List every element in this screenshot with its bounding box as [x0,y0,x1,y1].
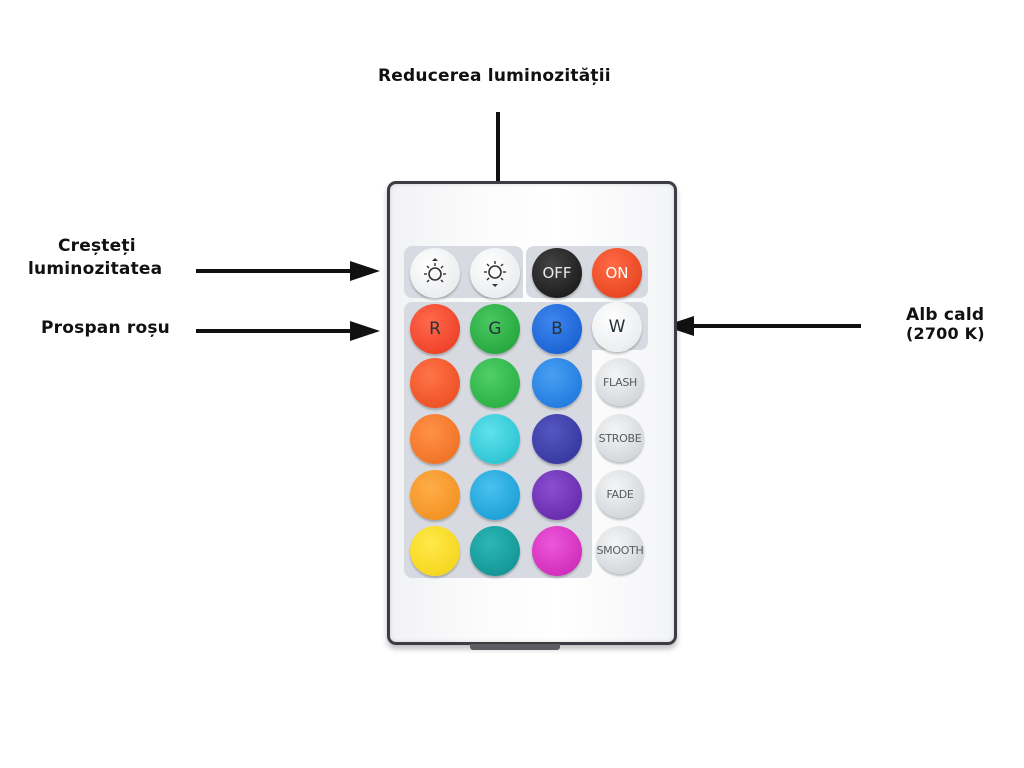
color-button-r4c3[interactable] [532,526,582,576]
sun-up-icon [424,258,446,283]
strobe-label: STROBE [598,431,642,445]
fade-label: FADE [606,487,634,501]
color-button-r1c1[interactable] [410,358,460,408]
color-button-r2c1[interactable] [410,414,460,464]
color-button-r2c3[interactable] [532,414,582,464]
white-button[interactable]: W [592,302,642,352]
brightness-down-button[interactable] [470,248,520,298]
white-label: W [608,317,626,337]
on-button[interactable]: ON [592,248,642,298]
on-label: ON [605,264,629,282]
color-button-r3c1[interactable] [410,470,460,520]
brightness-up-button[interactable] [410,248,460,298]
color-button-r2c2[interactable] [470,414,520,464]
smooth-button[interactable]: SMOOTH [596,526,644,574]
flash-button[interactable]: FLASH [596,358,644,406]
strobe-button[interactable]: STROBE [596,414,644,462]
blue-button[interactable]: B [532,304,582,354]
left-arrow-white [664,316,861,336]
color-button-r3c2[interactable] [470,470,520,520]
color-button-r3c3[interactable] [532,470,582,520]
warm-white-label-line2: (2700 K) [906,324,985,343]
flash-label: FLASH [603,375,637,389]
right-arrow-brightness [196,261,380,281]
green-button[interactable]: G [470,304,520,354]
decrease-brightness-label: Reducerea luminozității [378,66,611,86]
color-button-r4c1[interactable] [410,526,460,576]
blue-label: B [551,319,563,339]
red-label: R [429,319,441,339]
red-button[interactable]: R [410,304,460,354]
off-label: OFF [542,264,572,282]
sun-down-icon [484,261,506,287]
increase-brightness-label-line2: luminozitatea [28,259,163,279]
remote-foot [470,644,560,650]
fade-button[interactable]: FADE [596,470,644,518]
color-button-r1c2[interactable] [470,358,520,408]
green-label: G [488,319,502,339]
increase-brightness-label-line1: Creșteți [58,236,136,256]
color-button-r1c3[interactable] [532,358,582,408]
right-arrow-red [196,321,380,341]
warm-white-label-line1: Alb cald [906,305,985,325]
smooth-label: SMOOTH [596,543,644,557]
color-button-r4c2[interactable] [470,526,520,576]
off-button[interactable]: OFF [532,248,582,298]
fresh-red-label: Prospan roșu [41,318,170,338]
